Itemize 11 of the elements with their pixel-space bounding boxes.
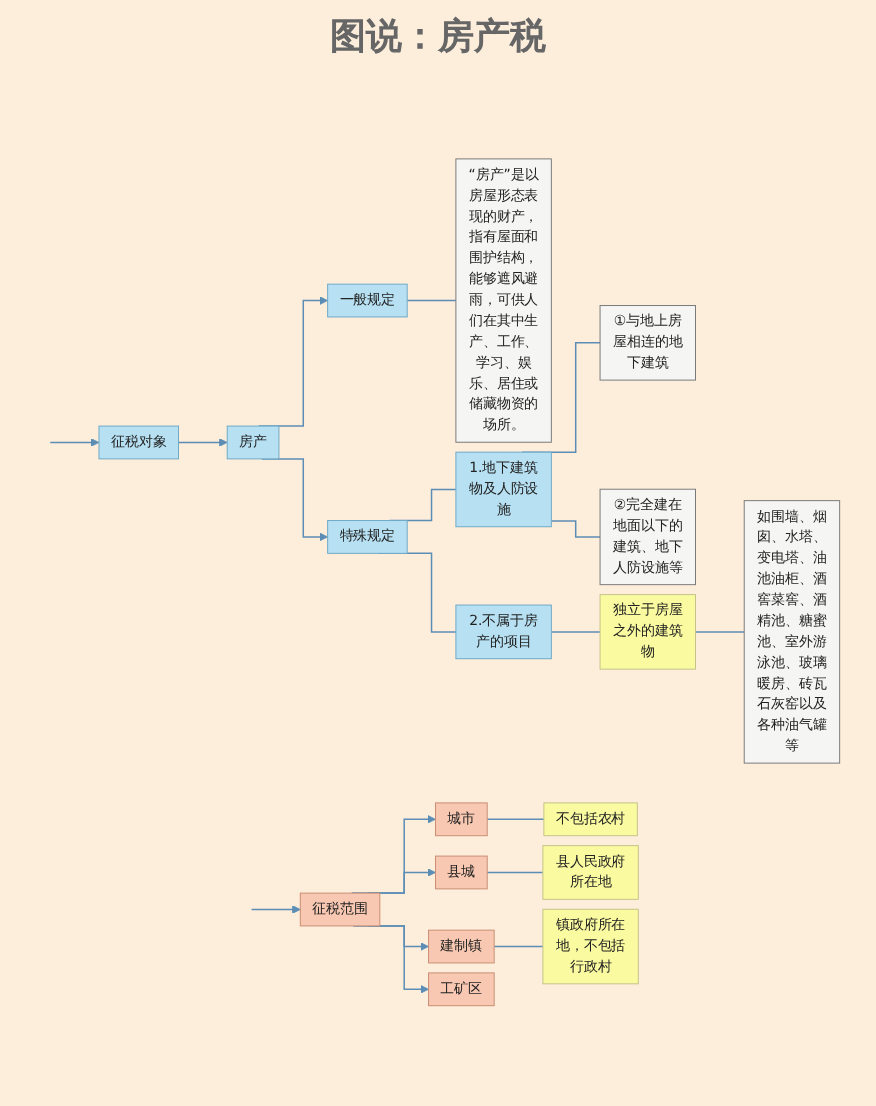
arrow — [250, 905, 301, 915]
connector — [406, 300, 457, 302]
arrow — [49, 438, 100, 448]
title: 图说：房产税 — [330, 14, 546, 60]
connector — [550, 631, 601, 634]
connector — [550, 520, 601, 539]
connector — [486, 872, 544, 874]
connector — [486, 819, 545, 821]
connector — [493, 946, 544, 948]
connector — [694, 631, 745, 634]
arrow — [177, 438, 228, 448]
